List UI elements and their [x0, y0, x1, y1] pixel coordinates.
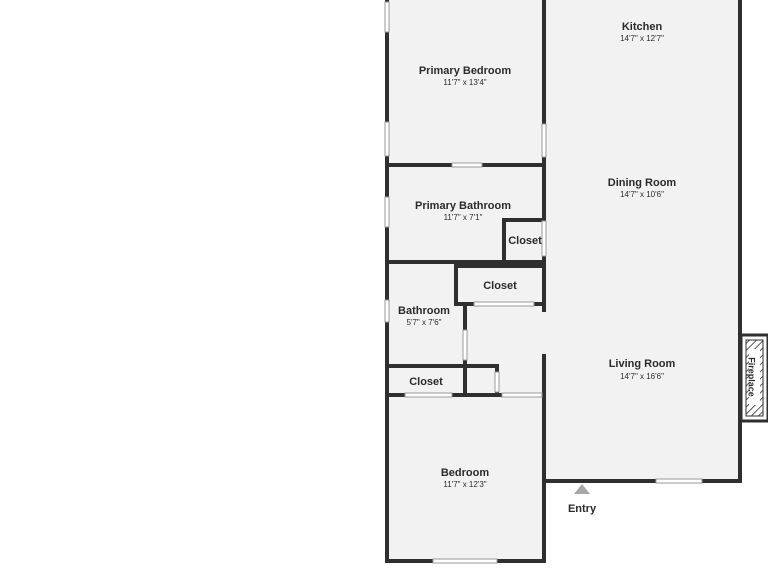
- window-bedroom-bottom: [432, 558, 498, 564]
- primary-bedroom-size: 11'7" x 13'4": [443, 78, 486, 87]
- wall-spine-upper: [542, 0, 546, 124]
- window-left-primary-bath: [384, 196, 390, 228]
- entry-marker-icon: [574, 484, 590, 494]
- entry-label: Entry: [568, 503, 597, 515]
- bathroom-size: 5'7" x 7'6": [407, 318, 442, 327]
- room-labels: Kitchen 14'7" x 12'7" Dining Room 14'7" …: [398, 21, 676, 489]
- kitchen-name: Kitchen: [622, 21, 663, 33]
- living-room-size: 14'7" x 16'6": [620, 372, 664, 381]
- wall-closet1-top: [502, 218, 546, 222]
- door-spine-primary-bedroom: [541, 123, 547, 158]
- wall-closet1-left: [502, 218, 506, 264]
- window-left-primary-bedroom: [384, 121, 390, 157]
- wall-spine-lower: [542, 256, 546, 312]
- wall-spine-mid: [542, 157, 546, 221]
- wall-living-bottom: [542, 479, 742, 483]
- dining-room-size: 14'7" x 10'6": [620, 190, 664, 199]
- wall-closet2-top: [454, 264, 546, 268]
- kitchen-size: 14'7" x 12'7": [620, 34, 664, 43]
- wall-right-outer: [738, 0, 742, 483]
- door-bathroom: [462, 329, 468, 361]
- door-closet2: [473, 301, 535, 307]
- closet-bedroom-name: Closet: [409, 376, 443, 388]
- door-closet1: [541, 220, 547, 257]
- fireplace-label-bg: [749, 349, 760, 405]
- floors: [386, 0, 741, 562]
- primary-bathroom-size: 11'7" x 7'1": [444, 213, 483, 222]
- wall-closet3-bottom-mid: [452, 393, 502, 397]
- living-room-name: Living Room: [609, 358, 676, 370]
- wall-left-outer: [385, 0, 389, 563]
- wall-bathroom-right-top: [463, 306, 467, 330]
- primary-bathroom-name: Primary Bathroom: [415, 200, 511, 212]
- left-wing-floor: [386, 0, 546, 562]
- fireplace: Fireplace: [739, 333, 768, 423]
- fireplace-label: Fireplace: [747, 357, 757, 397]
- wall-closet3-bottom-left: [385, 393, 405, 397]
- dining-room-name: Dining Room: [608, 177, 677, 189]
- wall-closet3-top: [385, 364, 499, 368]
- wall-primary-bath-bottom: [385, 260, 546, 264]
- door-closet3-side: [494, 371, 500, 393]
- wall-closet2-left: [454, 264, 458, 306]
- wall-bathroom-right-bottom: [463, 360, 467, 396]
- window-left-bathroom: [384, 299, 390, 323]
- door-primary-bedroom: [451, 162, 483, 168]
- bathroom-name: Bathroom: [398, 305, 450, 317]
- closet-hall-name: Closet: [483, 280, 517, 292]
- window-left-top: [384, 1, 390, 33]
- bedroom-size: 11'7" x 12'3": [443, 480, 486, 489]
- door-closet3: [404, 392, 453, 398]
- windows: [384, 1, 703, 564]
- primary-bedroom-name: Primary Bedroom: [419, 65, 512, 77]
- window-living-bottom: [655, 478, 703, 484]
- entry: Entry: [568, 484, 597, 515]
- bedroom-name: Bedroom: [441, 467, 490, 479]
- main-floor: [543, 0, 741, 482]
- closet-primary-bath-name: Closet: [508, 235, 542, 247]
- door-bedroom: [501, 392, 543, 398]
- wall-spine-bottom: [542, 354, 546, 400]
